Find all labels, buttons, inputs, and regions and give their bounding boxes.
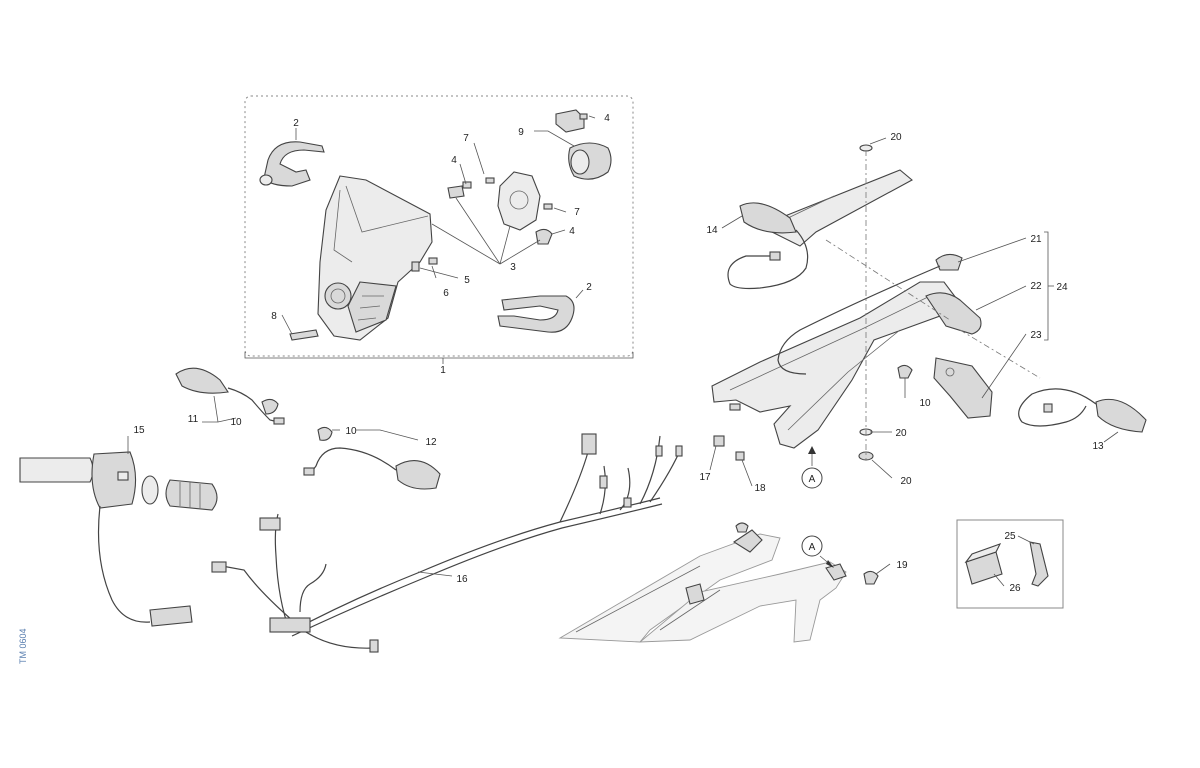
drawing-code: TM 0604 bbox=[18, 628, 28, 664]
callout-16: 16 bbox=[456, 574, 468, 585]
callout-10-left: 10 bbox=[230, 417, 242, 428]
callout-25: 25 bbox=[1004, 531, 1016, 542]
headlight-clamp-upper bbox=[259, 141, 325, 187]
rear-subframe-detail bbox=[558, 522, 891, 643]
headlight-assembly-group bbox=[244, 95, 634, 364]
callout-11: 11 bbox=[188, 414, 199, 425]
callout-1: 1 bbox=[440, 365, 446, 376]
callout-22: 22 bbox=[1030, 281, 1042, 292]
callout-2-upper: 2 bbox=[293, 118, 299, 129]
callout-20-top: 20 bbox=[890, 132, 902, 143]
relay-detail-box bbox=[956, 519, 1064, 609]
callout-18: 18 bbox=[754, 483, 766, 494]
rear-fender-assembly bbox=[709, 137, 1054, 489]
callout-13: 13 bbox=[1092, 441, 1104, 452]
callout-4-right: 4 bbox=[569, 226, 575, 237]
throttle-grip bbox=[165, 479, 218, 511]
headlight-clamp-lower bbox=[497, 295, 575, 333]
view-marker-a-frame bbox=[801, 535, 823, 557]
callout-5: 5 bbox=[464, 275, 470, 286]
callout-20-bottom: 20 bbox=[900, 476, 912, 487]
callout-7-upper: 7 bbox=[463, 133, 469, 144]
callout-19: 19 bbox=[896, 560, 908, 571]
callout-labels: 1 2 2 3 4 4 4 5 6 7 7 8 9 10 10 10 11 12… bbox=[133, 113, 1104, 594]
callout-12: 12 bbox=[425, 437, 437, 448]
headlight-bulb-bracket bbox=[485, 171, 553, 231]
main-wiring-harness bbox=[211, 433, 683, 653]
group-bracket-line bbox=[244, 352, 634, 359]
relay-detail-frame bbox=[956, 519, 1064, 609]
bulb-socket bbox=[555, 109, 612, 180]
view-marker-a-rear-label: A bbox=[809, 474, 816, 485]
callout-7-lower: 7 bbox=[574, 207, 580, 218]
view-marker-a-rear bbox=[801, 467, 823, 489]
callout-24: 24 bbox=[1056, 282, 1068, 293]
callout-9: 9 bbox=[518, 127, 524, 138]
front-left-indicator bbox=[175, 367, 285, 425]
handlebar-switch-assembly bbox=[19, 436, 218, 627]
callout-4-top: 4 bbox=[604, 113, 610, 124]
callout-14: 14 bbox=[706, 225, 718, 236]
callout-4-left: 4 bbox=[451, 155, 457, 166]
front-right-indicator bbox=[303, 426, 441, 490]
headlight-lens bbox=[324, 282, 352, 310]
callout-3: 3 bbox=[510, 262, 516, 273]
rear-right-indicator bbox=[1018, 388, 1147, 443]
rear-fender bbox=[711, 281, 957, 449]
callout-2-lower: 2 bbox=[586, 282, 592, 293]
callout-26: 26 bbox=[1009, 583, 1021, 594]
callout-10-rear: 10 bbox=[919, 398, 931, 409]
callout-23: 23 bbox=[1030, 330, 1042, 341]
callout-21: 21 bbox=[1030, 234, 1042, 245]
callout-10-middle: 10 bbox=[345, 426, 357, 437]
callout-20-middle: 20 bbox=[895, 428, 907, 439]
rear-left-indicator bbox=[721, 202, 809, 290]
view-marker-a-frame-label: A bbox=[809, 542, 816, 553]
callout-17: 17 bbox=[699, 472, 711, 483]
group-dashed-border bbox=[244, 95, 634, 357]
callout-8: 8 bbox=[271, 311, 277, 322]
callout-6: 6 bbox=[443, 288, 449, 299]
callout-15: 15 bbox=[133, 425, 145, 436]
